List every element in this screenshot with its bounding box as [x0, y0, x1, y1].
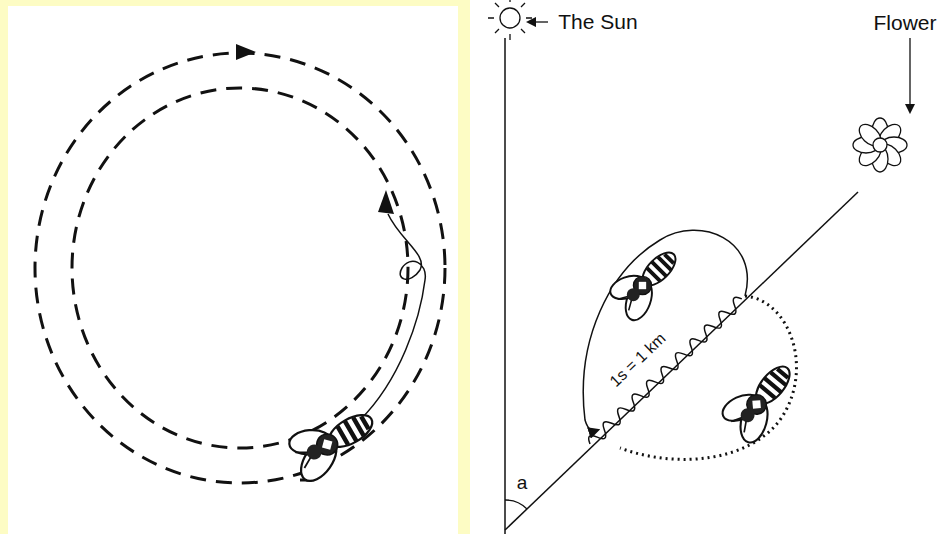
flower-label: Flower — [873, 12, 936, 33]
angle-label: a — [517, 473, 528, 492]
flower — [853, 118, 907, 172]
sun-label: The Sun — [558, 11, 637, 32]
left-panel — [8, 6, 458, 534]
leader-arrow — [909, 38, 910, 112]
return-loop — [583, 230, 747, 430]
bee — [598, 236, 693, 331]
flower-direction-line — [505, 192, 858, 530]
dance-path — [360, 214, 425, 420]
waggle-run — [586, 295, 746, 449]
arrowhead — [378, 190, 394, 214]
right-panel — [470, 0, 942, 534]
bee — [710, 350, 810, 454]
round-dance — [35, 53, 445, 483]
angle-arc — [505, 500, 527, 509]
sun-direction-line — [504, 38, 506, 534]
sun — [488, 0, 532, 40]
bee — [275, 393, 387, 493]
leader-arrow — [528, 21, 548, 22]
arrowhead — [236, 44, 256, 60]
